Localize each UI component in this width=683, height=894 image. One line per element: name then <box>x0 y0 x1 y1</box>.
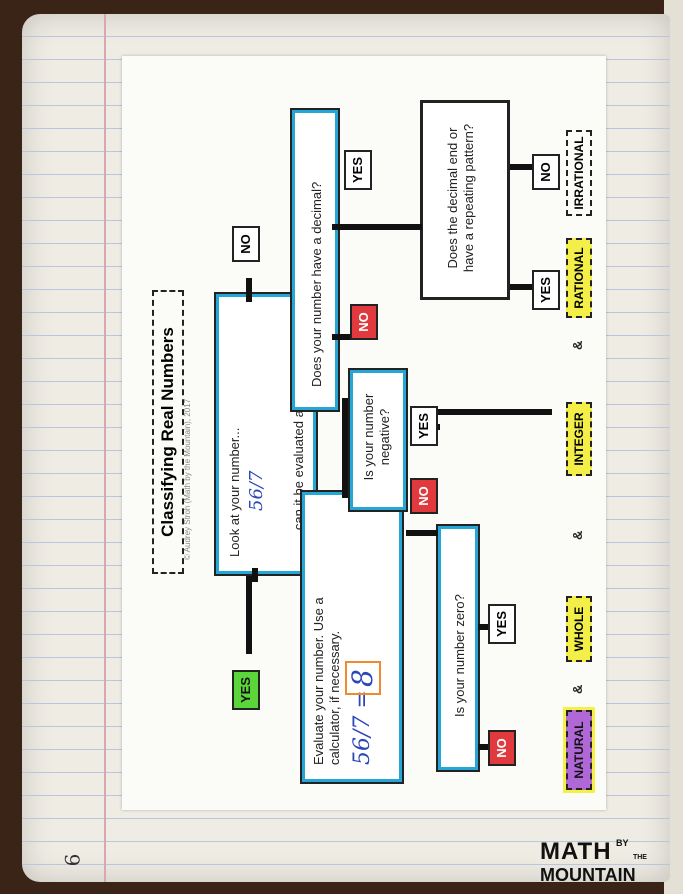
evaluate-work: 56/7 = <box>350 690 375 765</box>
logo-math: MATH <box>540 838 612 865</box>
logo-by: BY <box>616 838 629 848</box>
irrational-category: IRRATIONAL <box>566 130 592 216</box>
negative-question: Is your number negative? <box>361 393 392 481</box>
logo-the: THE <box>632 854 647 861</box>
yes-label-decimal: YES <box>344 150 372 190</box>
flowchart-sheet: Classifying Real Numbers © Audrey Stroh … <box>122 56 606 810</box>
connector <box>332 224 422 230</box>
no-label-negative: NO <box>410 478 438 514</box>
decimal-question: Does your number have a decimal? <box>309 181 324 387</box>
connector <box>510 284 534 290</box>
yes-label-repeat: YES <box>532 270 560 310</box>
connector <box>406 530 438 536</box>
ampersand: & <box>570 530 585 540</box>
yes-label-zero: YES <box>488 604 516 644</box>
evaluate-result: 8 <box>345 661 381 695</box>
no-label-zero: NO <box>488 730 516 766</box>
natural-category: NATURAL <box>566 710 592 790</box>
page-number: 6 <box>60 853 85 867</box>
repeat-question: Does the decimal end or have a repeating… <box>445 123 476 273</box>
margin-line <box>104 14 106 882</box>
look-fraction: 56/7 <box>246 470 267 511</box>
yes-label-evaluate: YES <box>232 670 260 710</box>
zero-question: Is your number zero? <box>452 594 467 717</box>
look-text: Look at your number... <box>227 427 242 557</box>
connector <box>342 398 348 498</box>
connector <box>246 576 252 654</box>
connector <box>510 164 534 170</box>
flowchart-title: Classifying Real Numbers <box>152 290 184 574</box>
rational-category: RATIONAL <box>566 238 592 318</box>
evaluate-text: Evaluate your number. Use a calculator, … <box>311 597 342 765</box>
math-by-the-mountain-logo: MATH BY THE MOUNTAIN <box>540 838 647 884</box>
zero-question-box: Is your number zero? <box>438 526 478 770</box>
ampersand: & <box>570 340 585 350</box>
repeat-question-box: Does the decimal end or have a repeating… <box>420 100 510 300</box>
whole-category: WHOLE <box>566 596 592 662</box>
connector <box>246 278 252 302</box>
no-label-decimal: NO <box>232 226 260 262</box>
no-label-decimal: NO <box>350 304 378 340</box>
decimal-question-box: Does your number have a decimal? <box>292 110 338 410</box>
evaluate-number-box: Evaluate your number. Use a calculator, … <box>302 492 402 782</box>
logo-mountain: MOUNTAIN <box>540 865 636 885</box>
connector <box>252 568 258 582</box>
yes-label-negative: YES <box>410 406 438 446</box>
ampersand: & <box>570 684 585 694</box>
copyright-text: © Audrey Stroh (Math by the Mountain), 2… <box>183 398 192 560</box>
negative-question-box: Is your number negative? <box>350 370 406 510</box>
no-label-repeat: NO <box>532 154 560 190</box>
integer-category: INTEGER <box>566 402 592 476</box>
connector <box>332 334 350 340</box>
flowchart: Classifying Real Numbers © Audrey Stroh … <box>122 56 606 810</box>
